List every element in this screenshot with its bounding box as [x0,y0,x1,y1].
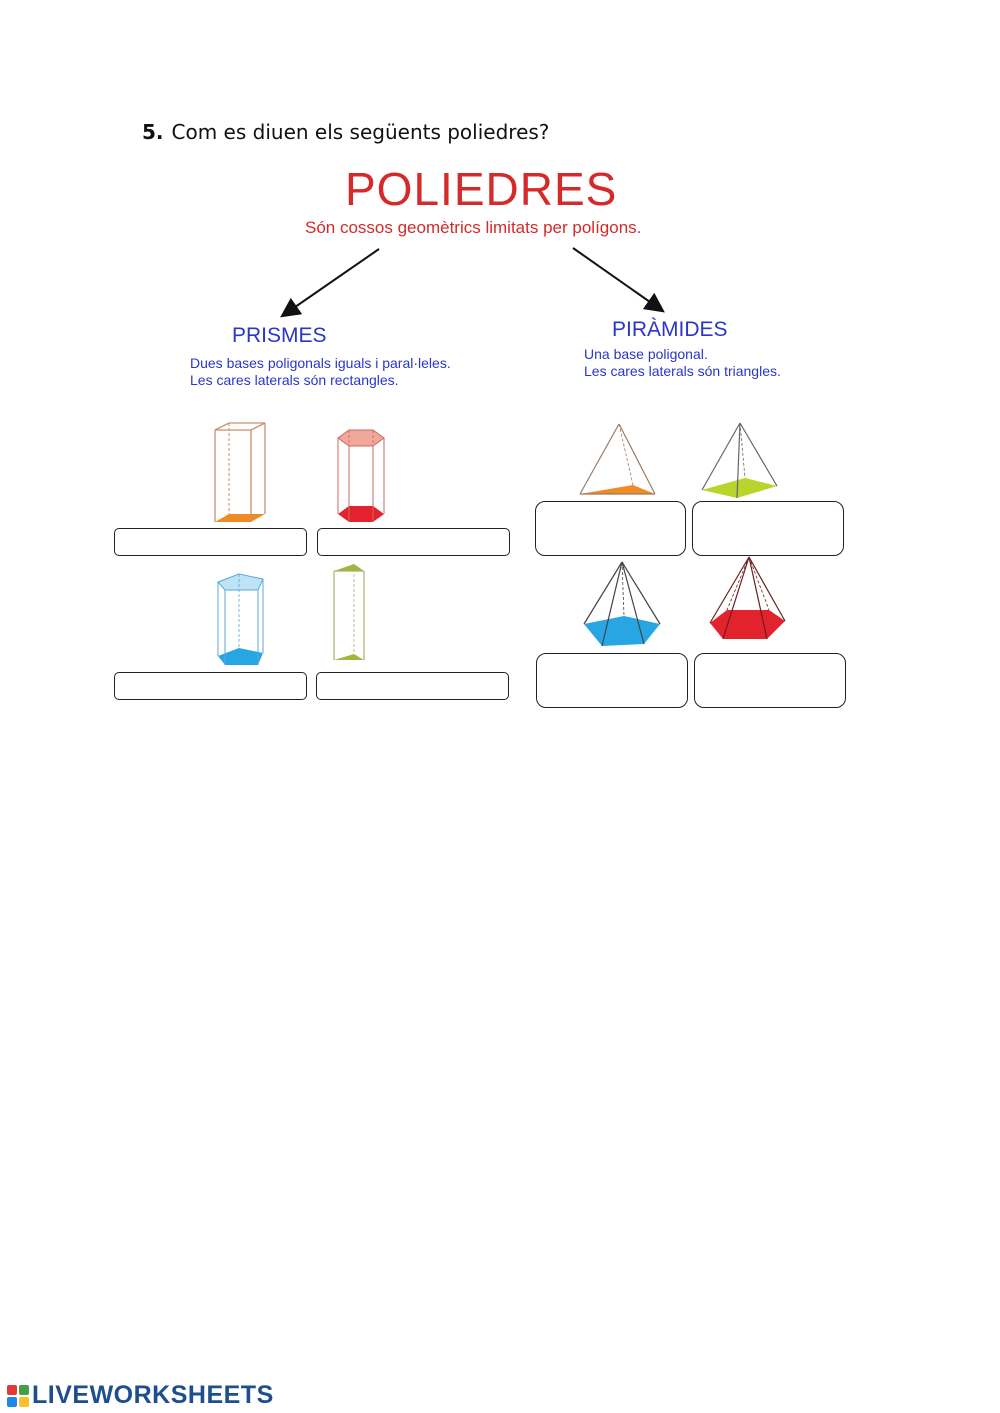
poster-subtitle: Són cossos geomètrics limitats per políg… [305,218,642,237]
answer-pentagonal-pyramid[interactable] [536,653,688,708]
question-text: Com es diuen els següents poliedres? [171,120,550,144]
answer-hexagonal-pyramid[interactable] [694,653,846,708]
arrows [280,247,665,318]
prismes-desc-line2: Les cares laterals són rectangles. [190,372,399,388]
pentagonal-prism-blue [217,573,264,665]
piramides-desc-line1: Una base poligonal. [584,346,708,362]
answer-triangular-pyramid[interactable] [535,501,686,556]
pentagonal-pyramid-blue [583,561,661,647]
arrow-left [280,248,380,318]
piramides-description: Una base poligonal. Les cares laterals s… [584,346,781,380]
question: 5. Com es diuen els següents poliedres? [142,120,549,144]
piramides-desc-line2: Les cares laterals són triangles. [584,363,781,379]
square-pyramid-lime [701,422,778,499]
answer-pentagonal-prism[interactable] [114,672,307,700]
footer-brand: LIVEWORKSHEETS [32,1381,274,1409]
prismes-desc-line1: Dues bases poligonals iguals i paral·lel… [190,355,451,371]
arrow-right [572,247,665,313]
question-number: 5. [142,120,164,144]
triangular-prism-olive [333,564,365,660]
square-prism-orange [214,422,266,522]
prismes-title: PRISMES [232,324,327,347]
answer-triangular-prism[interactable] [316,672,509,700]
liveworksheets-logo-icon [7,1384,29,1407]
answer-square-pyramid[interactable] [692,501,844,556]
prismes-description: Dues bases poligonals iguals i paral·lel… [190,355,451,389]
answer-square-prism[interactable] [114,528,307,556]
footer-logo: LIVEWORKSHEETS [6,1381,274,1410]
triangular-pyramid-orange [579,423,656,495]
poster-title: POLIEDRES [345,163,618,215]
hexagonal-pyramid-red [709,556,786,640]
hexagonal-prism-red [337,429,385,522]
answer-hexagonal-prism[interactable] [317,528,510,556]
piramides-title: PIRÀMIDES [612,318,728,341]
